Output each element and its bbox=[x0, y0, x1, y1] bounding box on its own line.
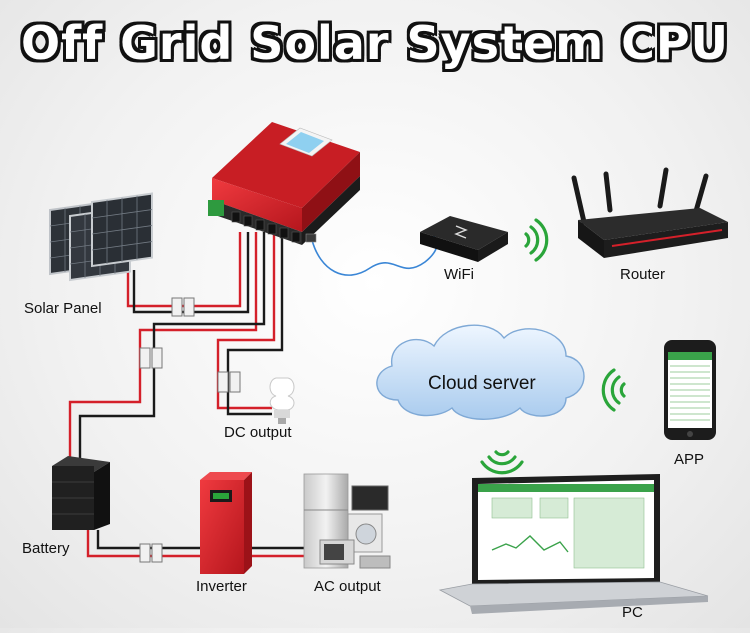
label-solar-panel: Solar Panel bbox=[24, 300, 102, 317]
page-title: Off Grid Solar System CPU bbox=[21, 16, 729, 70]
light-bulb-icon bbox=[269, 377, 295, 424]
solar-panel-icon bbox=[49, 192, 153, 282]
label-wifi: WiFi bbox=[444, 266, 474, 283]
label-ac-output: AC output bbox=[314, 578, 381, 595]
wifi-module-icon bbox=[420, 216, 508, 262]
label-dc-output: DC output bbox=[224, 424, 292, 441]
label-cloud-server: Cloud server bbox=[428, 373, 536, 394]
inverter-icon bbox=[200, 472, 252, 574]
smartphone-icon bbox=[664, 340, 716, 440]
cloud-icon bbox=[376, 324, 585, 420]
charge-controller-icon bbox=[208, 122, 360, 245]
wire-battery-negative bbox=[78, 232, 266, 460]
router-icon bbox=[571, 167, 728, 258]
wire-dc-positive bbox=[216, 232, 276, 410]
label-app: APP bbox=[674, 451, 705, 468]
appliances-icon bbox=[303, 473, 391, 569]
wire-inverter-negative bbox=[96, 530, 204, 550]
network-cable bbox=[311, 231, 438, 276]
label-battery: Battery bbox=[22, 540, 70, 557]
label-inverter: Inverter bbox=[196, 578, 247, 595]
breaker-icon bbox=[139, 297, 241, 563]
wireless-signal-icon bbox=[480, 218, 626, 475]
wire-inverter-positive bbox=[86, 530, 204, 558]
label-pc: PC bbox=[622, 604, 643, 621]
label-router: Router bbox=[620, 266, 666, 283]
wire-dc-negative bbox=[226, 232, 284, 416]
laptop-icon bbox=[438, 474, 709, 614]
battery-icon bbox=[52, 456, 110, 530]
